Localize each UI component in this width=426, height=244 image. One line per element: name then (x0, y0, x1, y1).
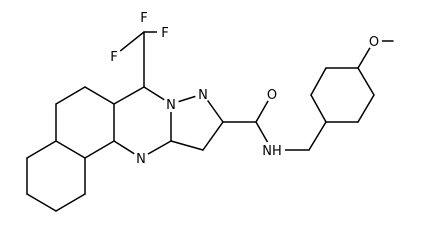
fluorine-atom-left: F (110, 50, 117, 65)
bond-lines (26, 31, 394, 212)
bond (310, 94, 327, 123)
n-atom-bg (133, 150, 149, 166)
bond (55, 140, 86, 159)
f-atom-bg (136, 9, 152, 25)
fluorine-atom-right: F (161, 26, 168, 41)
o-atom-bg (366, 33, 382, 49)
bond (357, 94, 375, 123)
bond (55, 86, 86, 105)
bond (55, 193, 86, 212)
oxygen-atom-carbonyl: O (267, 88, 277, 103)
bond (26, 193, 57, 212)
fluorine-atom-top: F (140, 11, 147, 26)
bond (202, 121, 224, 151)
f-atom-bg (157, 24, 173, 40)
bond (310, 67, 327, 96)
bond (84, 140, 115, 159)
bond (84, 86, 115, 105)
bond (308, 121, 327, 151)
n-atom-bg (163, 96, 179, 112)
amide-nitrogen: NH (262, 144, 282, 159)
f-atom-bg (106, 48, 122, 64)
bond (170, 140, 204, 151)
bond (357, 67, 375, 96)
bond (113, 86, 145, 105)
o-atom-bg (264, 86, 280, 102)
nh-atom-bg (260, 142, 285, 158)
nitrogen-atom-pyrimidine: N (136, 152, 146, 167)
oxygen-atom-methoxy: O (369, 35, 379, 50)
nitrogen-atom-bridge: N (166, 98, 176, 113)
bond (26, 140, 57, 159)
nitrogen-atom-pyrazole: N (198, 88, 208, 103)
n-atom-bg (195, 86, 211, 102)
atom-labels: F F F N N N O NH O (106, 9, 382, 167)
